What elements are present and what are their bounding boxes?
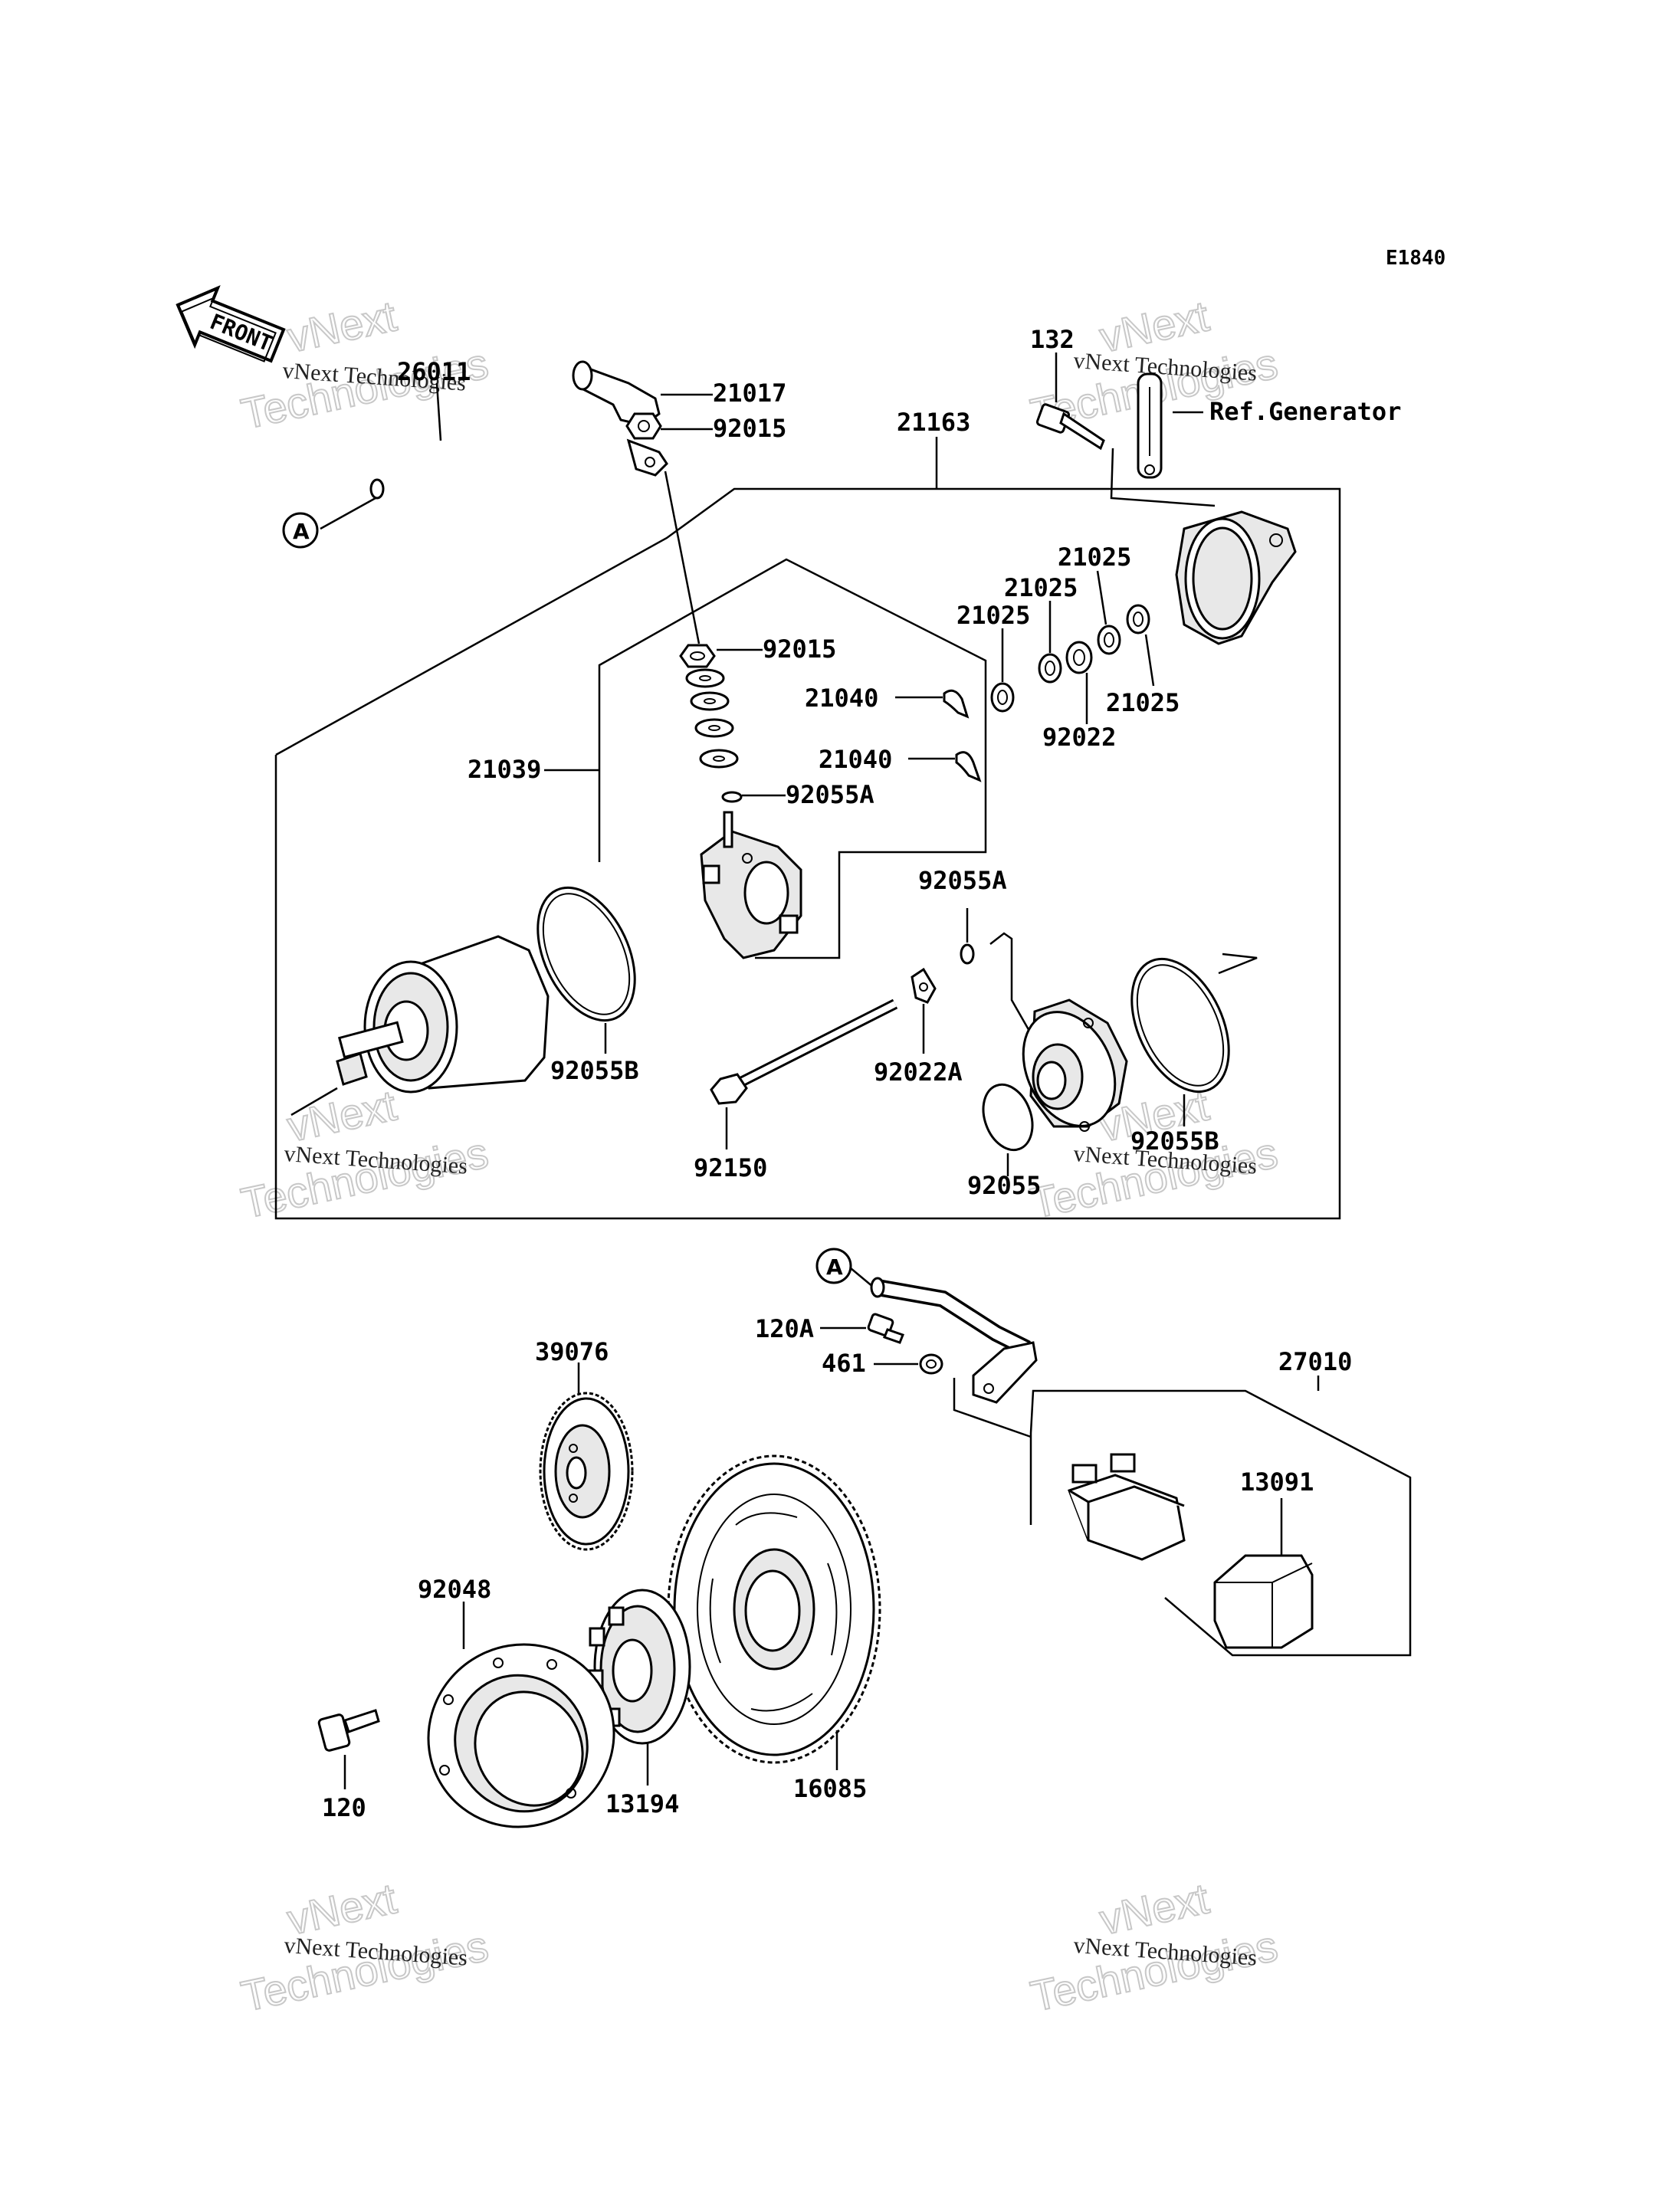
label-92150: 92150 <box>694 1153 767 1182</box>
label-92055B-right: 92055B <box>1130 1126 1219 1156</box>
label-92055A-outer: 92055A <box>918 866 1007 895</box>
screw-120A <box>820 1313 904 1344</box>
label-13194: 13194 <box>605 1789 679 1818</box>
oring-92055A-outer <box>960 908 975 965</box>
washer-21025-d <box>1126 604 1155 687</box>
oring-92055B-right <box>1130 953 1258 1126</box>
svg-text:vNext: vNext <box>283 291 401 361</box>
front-arrow-icon: FRONT <box>176 285 286 363</box>
ref-marker-a-bottom: A <box>815 1248 874 1288</box>
bolt-120 <box>317 1709 380 1789</box>
label-92015-top: 92015 <box>713 414 786 443</box>
through-bolt-92150 <box>710 998 898 1149</box>
label-120: 120 <box>322 1793 366 1822</box>
label-21025-d: 21025 <box>1106 688 1180 717</box>
ref-marker-a-top: A <box>282 512 319 549</box>
label-132: 132 <box>1030 325 1075 354</box>
label-13091: 13091 <box>1240 1467 1314 1497</box>
label-92015-inner: 92015 <box>763 635 836 664</box>
svg-text:Technologies: Technologies <box>237 1921 492 2021</box>
svg-text:vNext: vNext <box>283 1080 401 1150</box>
label-461: 461 <box>822 1349 866 1378</box>
washer-92022A <box>911 967 937 1054</box>
label-92022A: 92022A <box>874 1058 963 1087</box>
end-cover <box>1175 510 1297 645</box>
nut-92015-inner <box>679 644 763 668</box>
terminal-link-line <box>664 471 701 644</box>
label-21040-a: 21040 <box>805 684 878 713</box>
label-21025-a: 21025 <box>956 601 1030 630</box>
washer-92022 <box>1065 641 1093 724</box>
washer-461 <box>874 1353 943 1375</box>
relay-cable <box>870 1277 1038 1438</box>
label-21039: 21039 <box>468 755 541 784</box>
starter-clutch-gear-16085 <box>667 1454 881 1770</box>
ref-generator-note: Ref.Generator <box>1209 397 1401 426</box>
svg-text:vNext: vNext <box>1095 1874 1213 1943</box>
watermark-bottom-right: vNext Technologies vNext Technologies <box>1025 1873 1282 2021</box>
label-21017: 21017 <box>713 379 786 408</box>
front-bearing-housing <box>989 932 1128 1132</box>
label-16085: 16085 <box>793 1774 867 1803</box>
cap-21017 <box>572 360 713 427</box>
oring-92055A-inner <box>721 791 786 803</box>
washer-21025-a <box>990 628 1015 713</box>
label-92055A-inner: 92055A <box>786 780 874 809</box>
relay-cover-13091 <box>1213 1498 1314 1649</box>
washer-stack <box>685 668 739 769</box>
label-27010: 27010 <box>1278 1347 1352 1376</box>
relay-outline-27010 <box>1029 1376 1412 1657</box>
brush-holder-outline-21039 <box>544 558 987 959</box>
oring-92055B-left <box>536 886 636 1054</box>
label-26011: 26011 <box>397 357 471 386</box>
watermark-bottom-left: vNext Technologies vNext Technologies <box>236 1873 493 2021</box>
starter-relay <box>1068 1453 1186 1561</box>
brush-clip-21040-a <box>895 689 970 719</box>
bracket-ref-generator <box>1110 372 1216 507</box>
washer-21025-b <box>1038 601 1062 684</box>
nut-92015-top <box>625 412 713 440</box>
starter-motor-yoke <box>290 935 550 1117</box>
label-92048: 92048 <box>418 1575 491 1604</box>
assembly-outline-21163 <box>274 437 1341 1220</box>
cable-26011 <box>320 382 668 530</box>
label-92022: 92022 <box>1042 723 1116 752</box>
label-92055B-left: 92055B <box>550 1056 639 1085</box>
label-92055: 92055 <box>967 1171 1041 1200</box>
washer-21025-c <box>1096 570 1121 655</box>
one-way-clutch-13194 <box>587 1589 691 1785</box>
brush-clip-21040-b <box>908 751 982 782</box>
label-120A: 120A <box>755 1314 814 1343</box>
oring-92055 <box>982 1083 1034 1176</box>
diagram-code: E1840 <box>1386 247 1445 270</box>
label-21163: 21163 <box>897 408 970 437</box>
bolt-132 <box>1035 353 1105 451</box>
clutch-holder-92048 <box>427 1602 615 1828</box>
label-21025-b: 21025 <box>1004 573 1078 602</box>
svg-text:Technologies: Technologies <box>1026 1921 1281 2021</box>
label-39076: 39076 <box>535 1337 609 1366</box>
brush-plate <box>700 811 802 959</box>
svg-text:A: A <box>293 519 310 544</box>
svg-text:A: A <box>826 1254 843 1280</box>
idle-gear-39076 <box>539 1362 634 1551</box>
label-21025-c: 21025 <box>1058 543 1131 572</box>
label-21040-b: 21040 <box>819 745 892 774</box>
